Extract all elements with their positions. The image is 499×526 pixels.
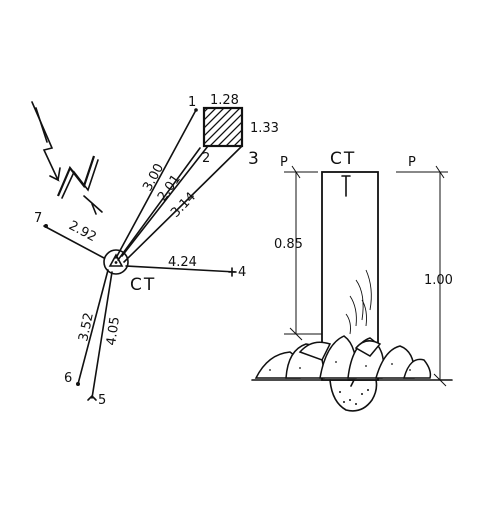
point-label-1: 1 [188,95,196,110]
point-label-2: 2 [202,151,210,166]
north-arrow-icon [31,101,103,215]
point-label-7: 7 [34,211,42,226]
line-to-point-5 [91,271,113,399]
line-to-point-2b [121,145,209,257]
section-right-label: P [408,155,416,170]
section-title: CT [330,149,356,169]
building-height-label: 1.33 [250,121,279,136]
distance-label-6: 3.52 [76,311,97,342]
point-label-6: 6 [64,371,72,386]
line-to-point-2a [117,147,201,261]
point-label-4: 4 [238,265,246,280]
distance-label-5: 4.05 [104,316,123,347]
total-height-label: 1.00 [424,273,453,288]
section-left-label: P [280,155,288,170]
point-label-5: 5 [98,393,106,408]
depth-label: 0.85 [274,237,303,252]
distance-label-4: 4.24 [168,255,197,270]
line-to-point-4 [125,265,237,273]
line-to-point-3 [123,145,243,263]
section-view: CT P P 0.85 1.00 [251,149,453,412]
building-width-label: 1.28 [210,93,239,108]
foundation [329,379,378,412]
building-footprint [202,106,244,148]
stone-base [254,335,432,379]
line-to-point-7 [43,225,105,259]
plan-view: CT 1.28 1.33 1 2 3 4 5 6 [34,93,279,408]
station-marker-icon [103,249,129,275]
point-label-3: 3 [248,149,261,169]
station-label: CT [130,275,156,295]
line-to-point-6 [77,269,109,385]
line-to-point-1 [115,109,197,259]
